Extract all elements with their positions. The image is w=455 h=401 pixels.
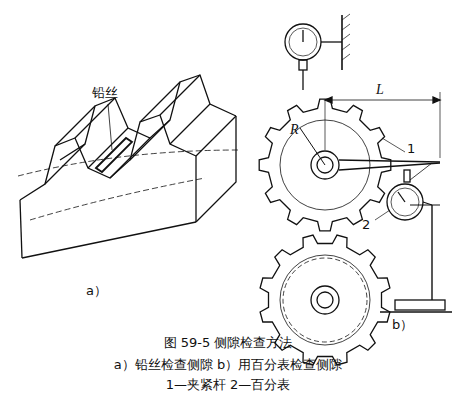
dimension-l (325, 92, 440, 158)
gear-pair (259, 99, 440, 365)
subfigure-label: b） (392, 318, 413, 332)
callout-number: 2 (362, 218, 370, 232)
gear-outline (259, 99, 391, 231)
subfigure-label: a） (86, 284, 107, 298)
callout-number: 1 (407, 142, 415, 156)
leader-line (375, 210, 390, 220)
gear-teeth-perspective (18, 75, 240, 258)
figure-caption: 图 59-5 侧隙检查方法 (164, 336, 293, 350)
dial-indicator-2 (380, 163, 452, 312)
dimension-label: R (290, 122, 299, 137)
dial-indicator-top (285, 14, 350, 90)
leader-line (382, 138, 405, 152)
dimension-label: L (376, 82, 384, 97)
caption-line: 1—夹紧杆 2—百分表 (166, 378, 291, 392)
part-name: 铅丝 (92, 86, 118, 100)
caption-line: a）铅丝检查侧隙 b）用百分表检查侧隙 (114, 358, 342, 372)
